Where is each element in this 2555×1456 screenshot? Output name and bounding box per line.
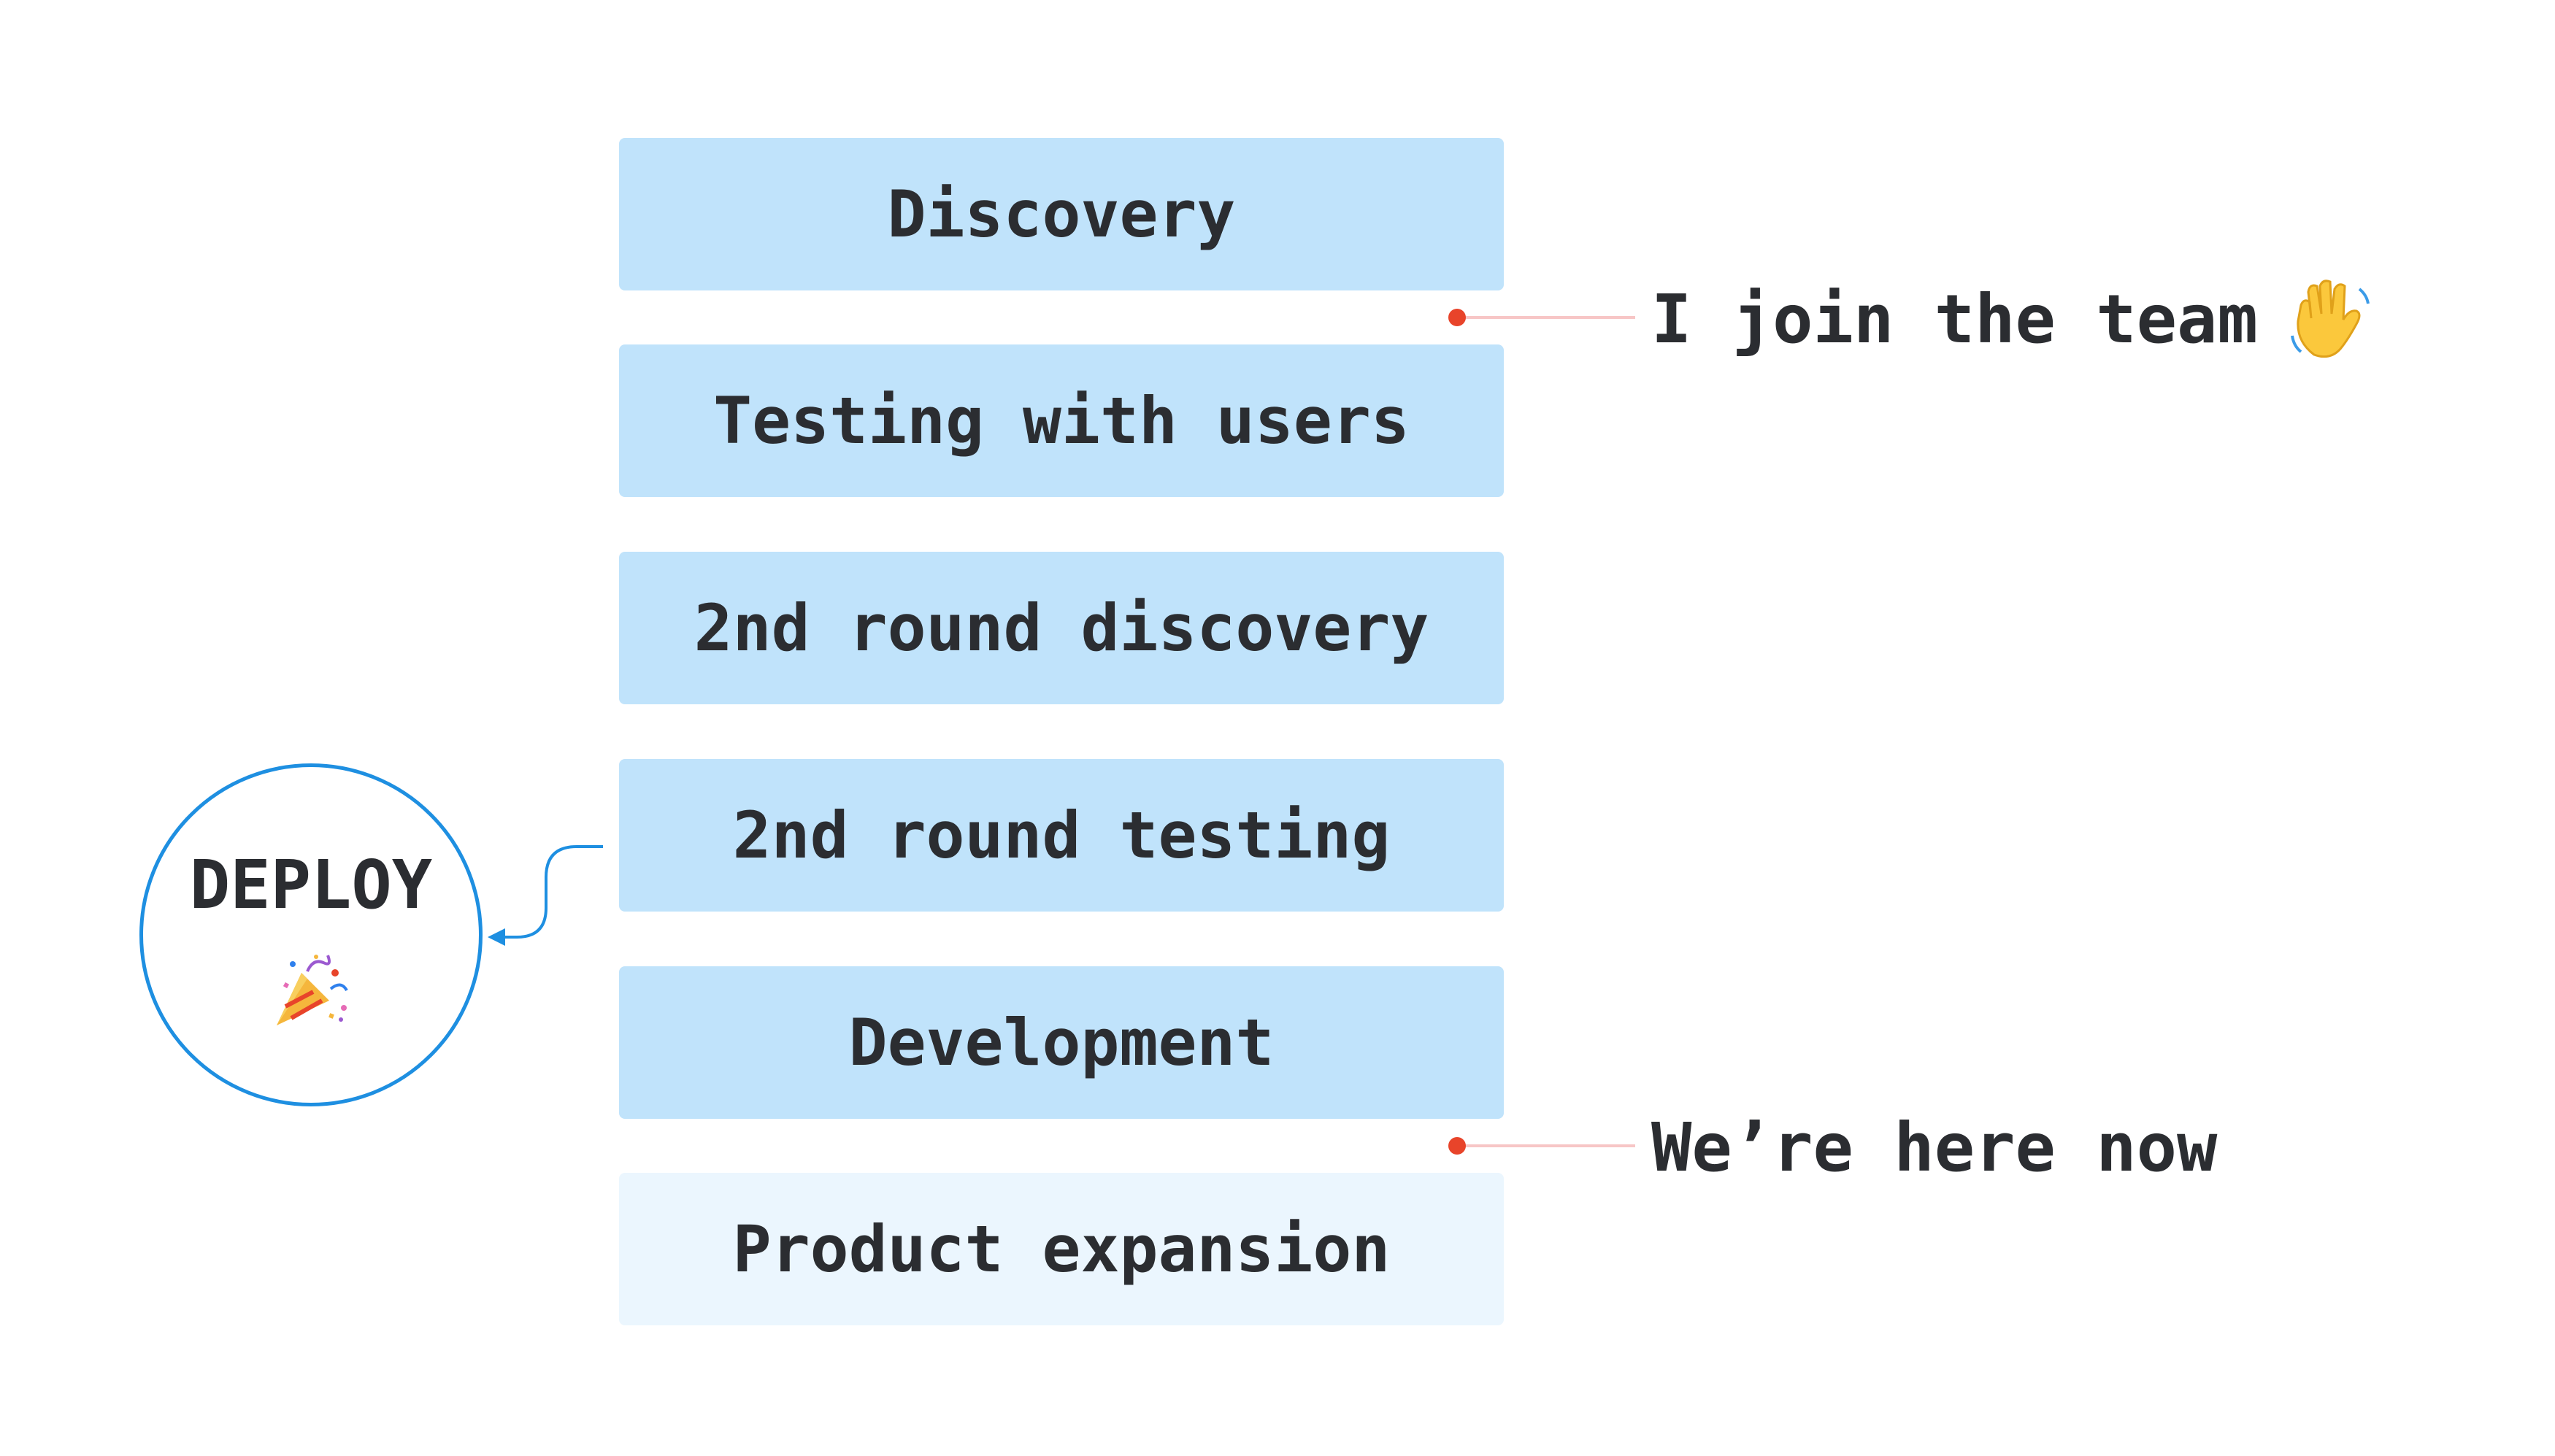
deploy-connector-line <box>504 845 603 939</box>
stage-product-expansion: Product expansion <box>619 1173 1504 1325</box>
stage-label: Development <box>848 1005 1275 1080</box>
deploy-label: DEPLOY <box>189 846 433 924</box>
stage-label: Product expansion <box>732 1212 1391 1287</box>
stage-2nd-round-testing: 2nd round testing <box>619 759 1504 912</box>
party-popper-icon <box>277 955 348 1025</box>
stage-testing-with-users: Testing with users <box>619 344 1504 497</box>
stage-discovery: Discovery <box>619 138 1504 290</box>
stage-label: 2nd round discovery <box>694 590 1429 666</box>
stage-label: Testing with users <box>713 383 1410 458</box>
deploy-circle: DEPLOY <box>139 763 483 1106</box>
stage-label: 2nd round testing <box>732 798 1391 873</box>
marker-dot-join <box>1448 309 1466 326</box>
waving-hand-icon <box>2291 280 2370 358</box>
marker-dot-now <box>1448 1137 1466 1155</box>
stage-2nd-round-discovery: 2nd round discovery <box>619 552 1504 704</box>
deploy-arrowhead <box>488 928 505 946</box>
stage-development: Development <box>619 966 1504 1119</box>
marker-label-now: We’re here now <box>1651 1109 2218 1187</box>
marker-label-join: I join the team <box>1651 280 2258 358</box>
stage-label: Discovery <box>887 177 1236 252</box>
